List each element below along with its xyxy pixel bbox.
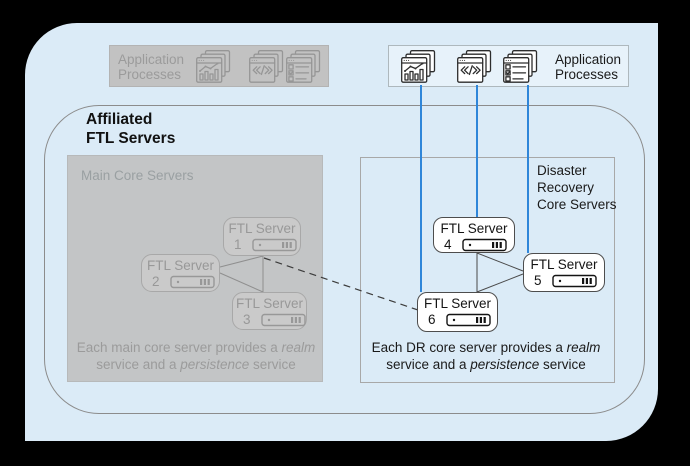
ftl-server-5-node: FTL Server 5 xyxy=(523,253,605,292)
caption-italic: persistence xyxy=(470,357,540,372)
code-app-icon xyxy=(249,50,284,83)
analytics-app-icon xyxy=(401,50,436,83)
ftl-server-number: 1 xyxy=(234,237,242,252)
server-rack-icon xyxy=(446,313,492,327)
code-app-icon xyxy=(457,50,492,83)
dr-core-caption: Each DR core server provides a realm ser… xyxy=(366,339,606,373)
caption-text: service and a xyxy=(386,357,471,372)
affiliated-title-line1: Affiliated xyxy=(86,111,153,128)
ftl-server-number: 5 xyxy=(534,273,542,288)
ftl-server-1-node: FTL Server 1 xyxy=(223,217,301,256)
caption-italic: persistence xyxy=(180,357,250,372)
server-rack-icon xyxy=(261,313,307,327)
caption-italic: realm xyxy=(566,340,601,355)
ftl-server-number: 6 xyxy=(428,312,436,327)
ftl-server-3-node: FTL Server 3 xyxy=(232,292,307,330)
ftl-server-number: 3 xyxy=(243,312,251,327)
main-core-servers-title: Main Core Servers xyxy=(81,168,194,183)
ftl-server-number: 2 xyxy=(152,274,160,289)
caption-text: service and a xyxy=(96,357,181,372)
app-processes-box-dr: Application Processes xyxy=(388,45,629,87)
caption-text: service xyxy=(539,357,586,372)
ftl-server-name: FTL Server xyxy=(235,296,303,311)
ftl-server-name: FTL Server xyxy=(146,258,214,273)
dr-core-servers-title: Disaster Recovery Core Servers xyxy=(537,163,617,212)
ftl-server-2-node: FTL Server 2 xyxy=(141,254,220,292)
app-processes-label: Application Processes xyxy=(118,52,185,82)
affiliated-title-line2: FTL Servers xyxy=(86,130,176,147)
checklist-app-icon xyxy=(286,50,321,83)
affiliated-ftl-servers-container xyxy=(44,105,645,414)
checklist-app-icon xyxy=(503,50,538,83)
ftl-server-name: FTL Server xyxy=(423,296,491,311)
caption-text: Each DR core server provides a xyxy=(371,340,567,355)
server-rack-icon xyxy=(170,275,216,289)
app-processes-box-main: Application Processes xyxy=(109,45,329,87)
ftl-server-name: FTL Server xyxy=(440,221,508,236)
server-rack-icon xyxy=(252,238,298,252)
caption-italic: realm xyxy=(281,340,316,355)
ftl-server-name: FTL Server xyxy=(530,257,598,272)
ftl-server-4-node: FTL Server 4 xyxy=(433,217,515,253)
server-rack-icon xyxy=(462,238,508,252)
analytics-app-icon xyxy=(196,50,231,83)
main-core-caption: Each main core server provides a realm s… xyxy=(76,339,316,373)
server-rack-icon xyxy=(552,274,598,288)
ftl-server-6-node: FTL Server 6 xyxy=(417,292,498,332)
ftl-server-number: 4 xyxy=(444,237,452,252)
app-processes-label: Application Processes xyxy=(555,52,622,82)
caption-text: Each main core server provides a xyxy=(76,340,282,355)
caption-text: service xyxy=(249,357,296,372)
ftl-server-name: FTL Server xyxy=(228,221,296,236)
